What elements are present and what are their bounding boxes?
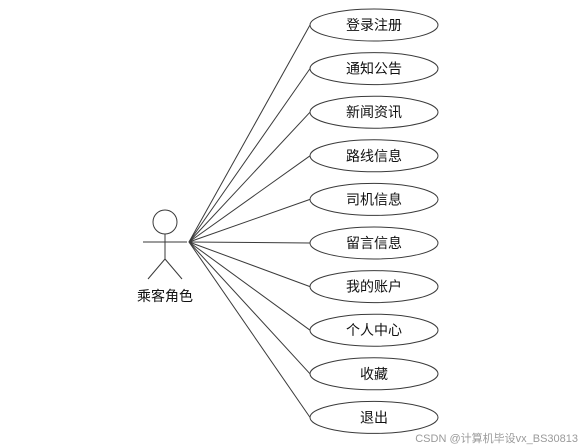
association-line-favorites bbox=[188, 241, 311, 375]
association-line-route-info bbox=[188, 155, 311, 243]
use-case-personal-center: 个人中心 bbox=[309, 313, 439, 347]
use-case-my-account: 我的账户 bbox=[309, 270, 439, 304]
use-case-ellipse bbox=[309, 270, 439, 304]
use-case-label: 收藏 bbox=[360, 367, 388, 383]
use-case-ellipse bbox=[309, 8, 439, 42]
association-line-driver-info bbox=[188, 198, 311, 243]
use-case-ellipse bbox=[309, 52, 439, 86]
watermark: CSDN @计算机毕设vx_BS30813 bbox=[415, 433, 578, 445]
actor-left-leg bbox=[147, 258, 166, 280]
use-case-label: 路线信息 bbox=[346, 148, 402, 165]
use-case-label: 退出 bbox=[360, 410, 388, 426]
association-line-message-info bbox=[188, 241, 311, 244]
association-line-notice bbox=[188, 68, 311, 243]
use-case-login-register: 登录注册 bbox=[309, 8, 439, 42]
use-case-label: 个人中心 bbox=[346, 323, 402, 339]
use-case-driver-info: 司机信息 bbox=[309, 182, 439, 216]
use-case-label: 新闻资讯 bbox=[346, 105, 402, 121]
actor-label: 乘客角色 bbox=[137, 288, 193, 305]
association-lines bbox=[188, 24, 311, 418]
use-case-label: 留言信息 bbox=[346, 235, 402, 252]
use-case-favorites: 收藏 bbox=[309, 357, 439, 391]
actor-right-leg bbox=[164, 258, 183, 280]
association-line-logout bbox=[188, 241, 311, 418]
use-case-notice: 通知公告 bbox=[309, 52, 439, 86]
use-case-ellipse bbox=[309, 95, 439, 129]
actor-head bbox=[152, 209, 178, 235]
association-line-login-register bbox=[188, 24, 311, 243]
association-line-news bbox=[188, 111, 311, 243]
association-line-my-account bbox=[188, 241, 311, 288]
use-case-message-info: 留言信息 bbox=[309, 226, 439, 260]
actor: 乘客角色 bbox=[137, 209, 193, 305]
use-case-ellipse bbox=[309, 357, 439, 391]
use-case-logout: 退出 bbox=[309, 400, 439, 434]
use-case-ellipse bbox=[309, 139, 439, 173]
use-case-ellipse bbox=[309, 400, 439, 434]
use-case-label: 登录注册 bbox=[346, 18, 402, 34]
use-case-ellipse bbox=[309, 313, 439, 347]
use-case-route-info: 路线信息 bbox=[309, 139, 439, 173]
use-case-ellipse bbox=[309, 226, 439, 260]
use-case-label: 我的账户 bbox=[346, 279, 402, 296]
use-case-label: 司机信息 bbox=[346, 191, 402, 208]
use-case-label: 通知公告 bbox=[346, 61, 402, 78]
association-line-personal-center bbox=[188, 241, 311, 331]
use-case-news: 新闻资讯 bbox=[309, 95, 439, 129]
use-case-ellipse bbox=[309, 182, 439, 216]
